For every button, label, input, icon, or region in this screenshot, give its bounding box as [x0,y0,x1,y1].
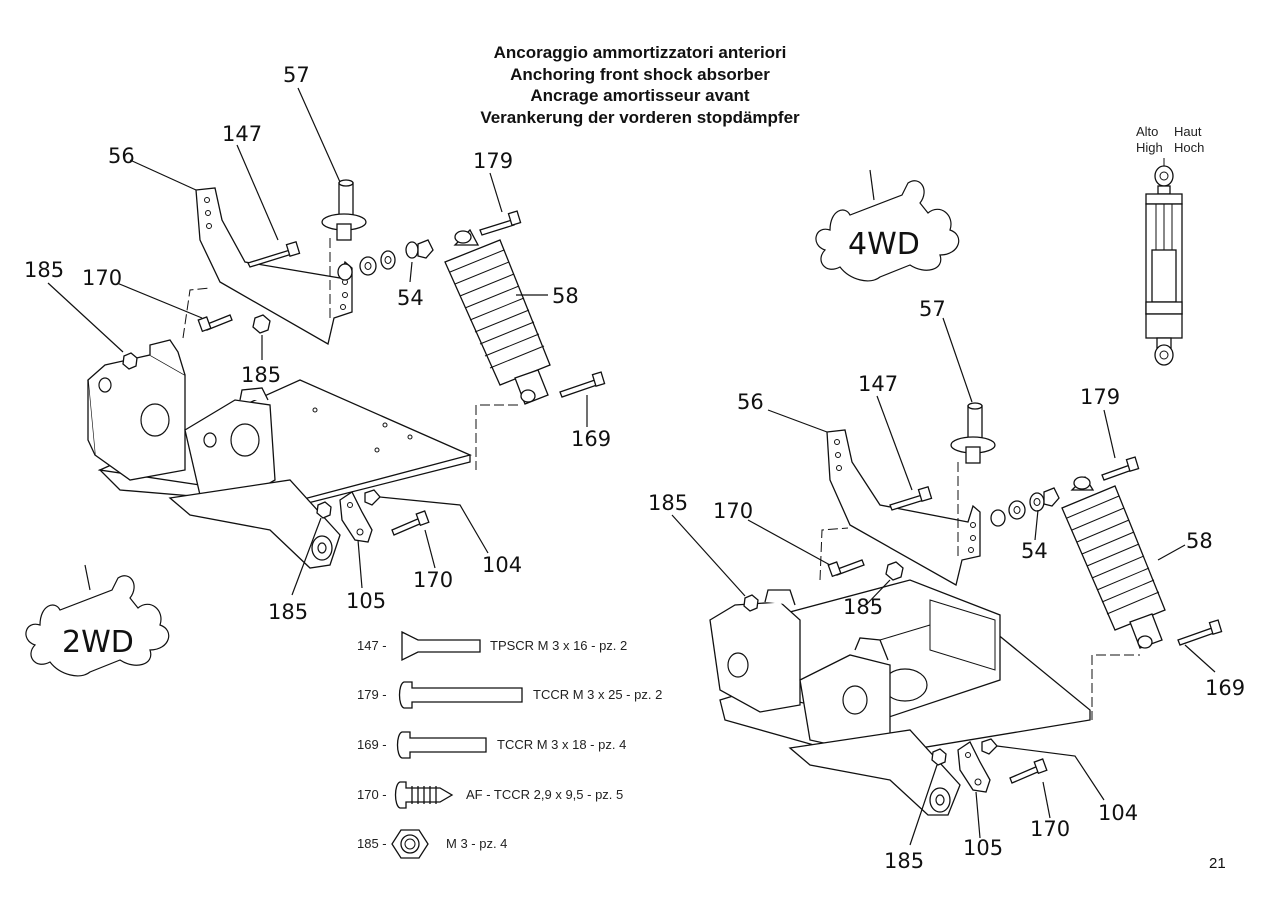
left-callout-54: 54 [397,286,424,310]
right-callout-56: 56 [737,390,764,414]
svg-text:170 -: 170 - [357,787,387,802]
right-shock-absorber-58 [1061,475,1166,649]
badge-2wd: 2WD [25,564,170,677]
right-assembly [671,317,1223,846]
svg-text:185 -: 185 - [357,836,387,851]
right-nut-185a [743,594,759,612]
title-italian: Ancoraggio ammortizzatori anteriori [493,43,787,62]
right-callout-185c: 185 [884,849,924,873]
left-callout-185a: 185 [24,258,64,282]
svg-text:169 -: 169 - [357,737,387,752]
long-screw-icon [398,681,523,709]
legend-row-169: 169 - TCCR M 3 x 18 - pz. 4 [357,731,626,759]
label-alto: Alto [1136,124,1158,139]
right-callout-185a: 185 [648,491,688,515]
left-callout-104: 104 [482,553,522,577]
left-callout-179: 179 [473,149,513,173]
svg-text:TCCR M 3 x 25 - pz. 2: TCCR M 3 x 25 - pz. 2 [533,687,662,702]
left-front-bulkhead [87,354,186,481]
left-callout-169: 169 [571,427,611,451]
left-screw-170a [197,314,233,333]
left-lower-arm [168,479,341,569]
right-shock-tower [826,429,981,586]
left-callout-57: 57 [283,63,310,87]
left-nut-185c [316,501,332,519]
page-title: Ancoraggio ammortizzatori anteriori Anch… [440,42,840,128]
left-shock-absorber-58 [444,228,551,405]
left-callout-56: 56 [108,144,135,168]
title-english: Anchoring front shock absorber [510,64,770,84]
left-callout-170a: 170 [82,266,122,290]
left-screw-170b [391,510,430,536]
legend-row-147: 147 - TPSCR M 3 x 16 - pz. 2 [357,630,627,662]
left-spacers [337,239,434,281]
right-lower-arm [788,729,961,816]
left-nut-185a [122,352,138,370]
right-front-bulkhead [709,601,801,713]
left-ball-stud-57 [321,179,367,241]
self-tapping-screw-icon [394,781,454,809]
left-screw-169 [559,371,606,398]
svg-text:M 3 - pz. 4: M 3 - pz. 4 [446,836,507,851]
left-screw-179 [479,210,522,236]
svg-text:TCCR M 3 x 18 - pz. 4: TCCR M 3 x 18 - pz. 4 [497,737,626,752]
right-spacer-104 [981,738,998,755]
left-screw-147 [247,240,301,268]
label-high: High [1136,140,1163,155]
right-callout-54: 54 [1021,539,1048,563]
right-callout-185b: 185 [843,595,883,619]
medium-screw-icon [396,731,487,759]
right-screw-169 [1177,619,1223,646]
right-nut-185c [931,748,947,766]
svg-text:2WD: 2WD [62,625,134,660]
left-callout-185c: 185 [268,600,308,624]
label-hoch: Hoch [1174,140,1204,155]
svg-text:179 -: 179 - [357,687,387,702]
right-callout-179: 179 [1080,385,1120,409]
right-nut-185b [885,561,904,581]
right-callout-58: 58 [1186,529,1213,553]
right-callout-104: 104 [1098,801,1138,825]
badge-4wd: 4WD [815,169,960,282]
left-shock-tower [195,187,353,345]
left-assembly [47,87,606,596]
right-callout-147: 147 [858,372,898,396]
right-screw-170a [827,559,865,578]
right-callout-105: 105 [963,836,1003,860]
left-nut-185b [252,314,271,334]
right-callout-170b: 170 [1030,817,1070,841]
left-callout-170b: 170 [413,568,453,592]
countersunk-screw-icon [401,630,481,662]
label-haut: Haut [1174,124,1202,139]
left-callout-147: 147 [222,122,262,146]
left-callout-58: 58 [552,284,579,308]
left-spacer-104 [364,489,381,506]
svg-text:AF - TCCR 2,9 x 9,5 - pz. 5: AF - TCCR 2,9 x 9,5 - pz. 5 [466,787,623,802]
right-screw-170b [1009,758,1048,784]
right-screw-147 [889,485,933,511]
shock-position-detail: Alto Haut High Hoch [1136,124,1204,366]
right-spacers [990,487,1060,527]
right-ball-stud-57 [950,402,996,464]
hardware-legend: 147 - TPSCR M 3 x 16 - pz. 2 179 - TCCR … [357,630,662,859]
title-german: Verankerung der vorderen stopdämpfer [480,107,800,127]
svg-text:147 -: 147 - [357,638,387,653]
right-callout-57: 57 [919,297,946,321]
left-callout-105: 105 [346,589,386,613]
title-french: Ancrage amortisseur avant [530,86,750,105]
legend-row-185: 185 - M 3 - pz. 4 [357,829,507,859]
right-callout-170a: 170 [713,499,753,523]
legend-row-170: 170 - AF - TCCR 2,9 x 9,5 - pz. 5 [357,781,623,809]
svg-text:TPSCR M 3 x 16 - pz. 2: TPSCR M 3 x 16 - pz. 2 [490,638,627,653]
legend-row-179: 179 - TCCR M 3 x 25 - pz. 2 [357,681,662,709]
svg-text:4WD: 4WD [848,227,920,262]
page-number: 21 [1209,855,1226,872]
right-callout-169: 169 [1205,676,1245,700]
right-screw-179 [1101,456,1140,481]
left-callout-185b: 185 [241,363,281,387]
